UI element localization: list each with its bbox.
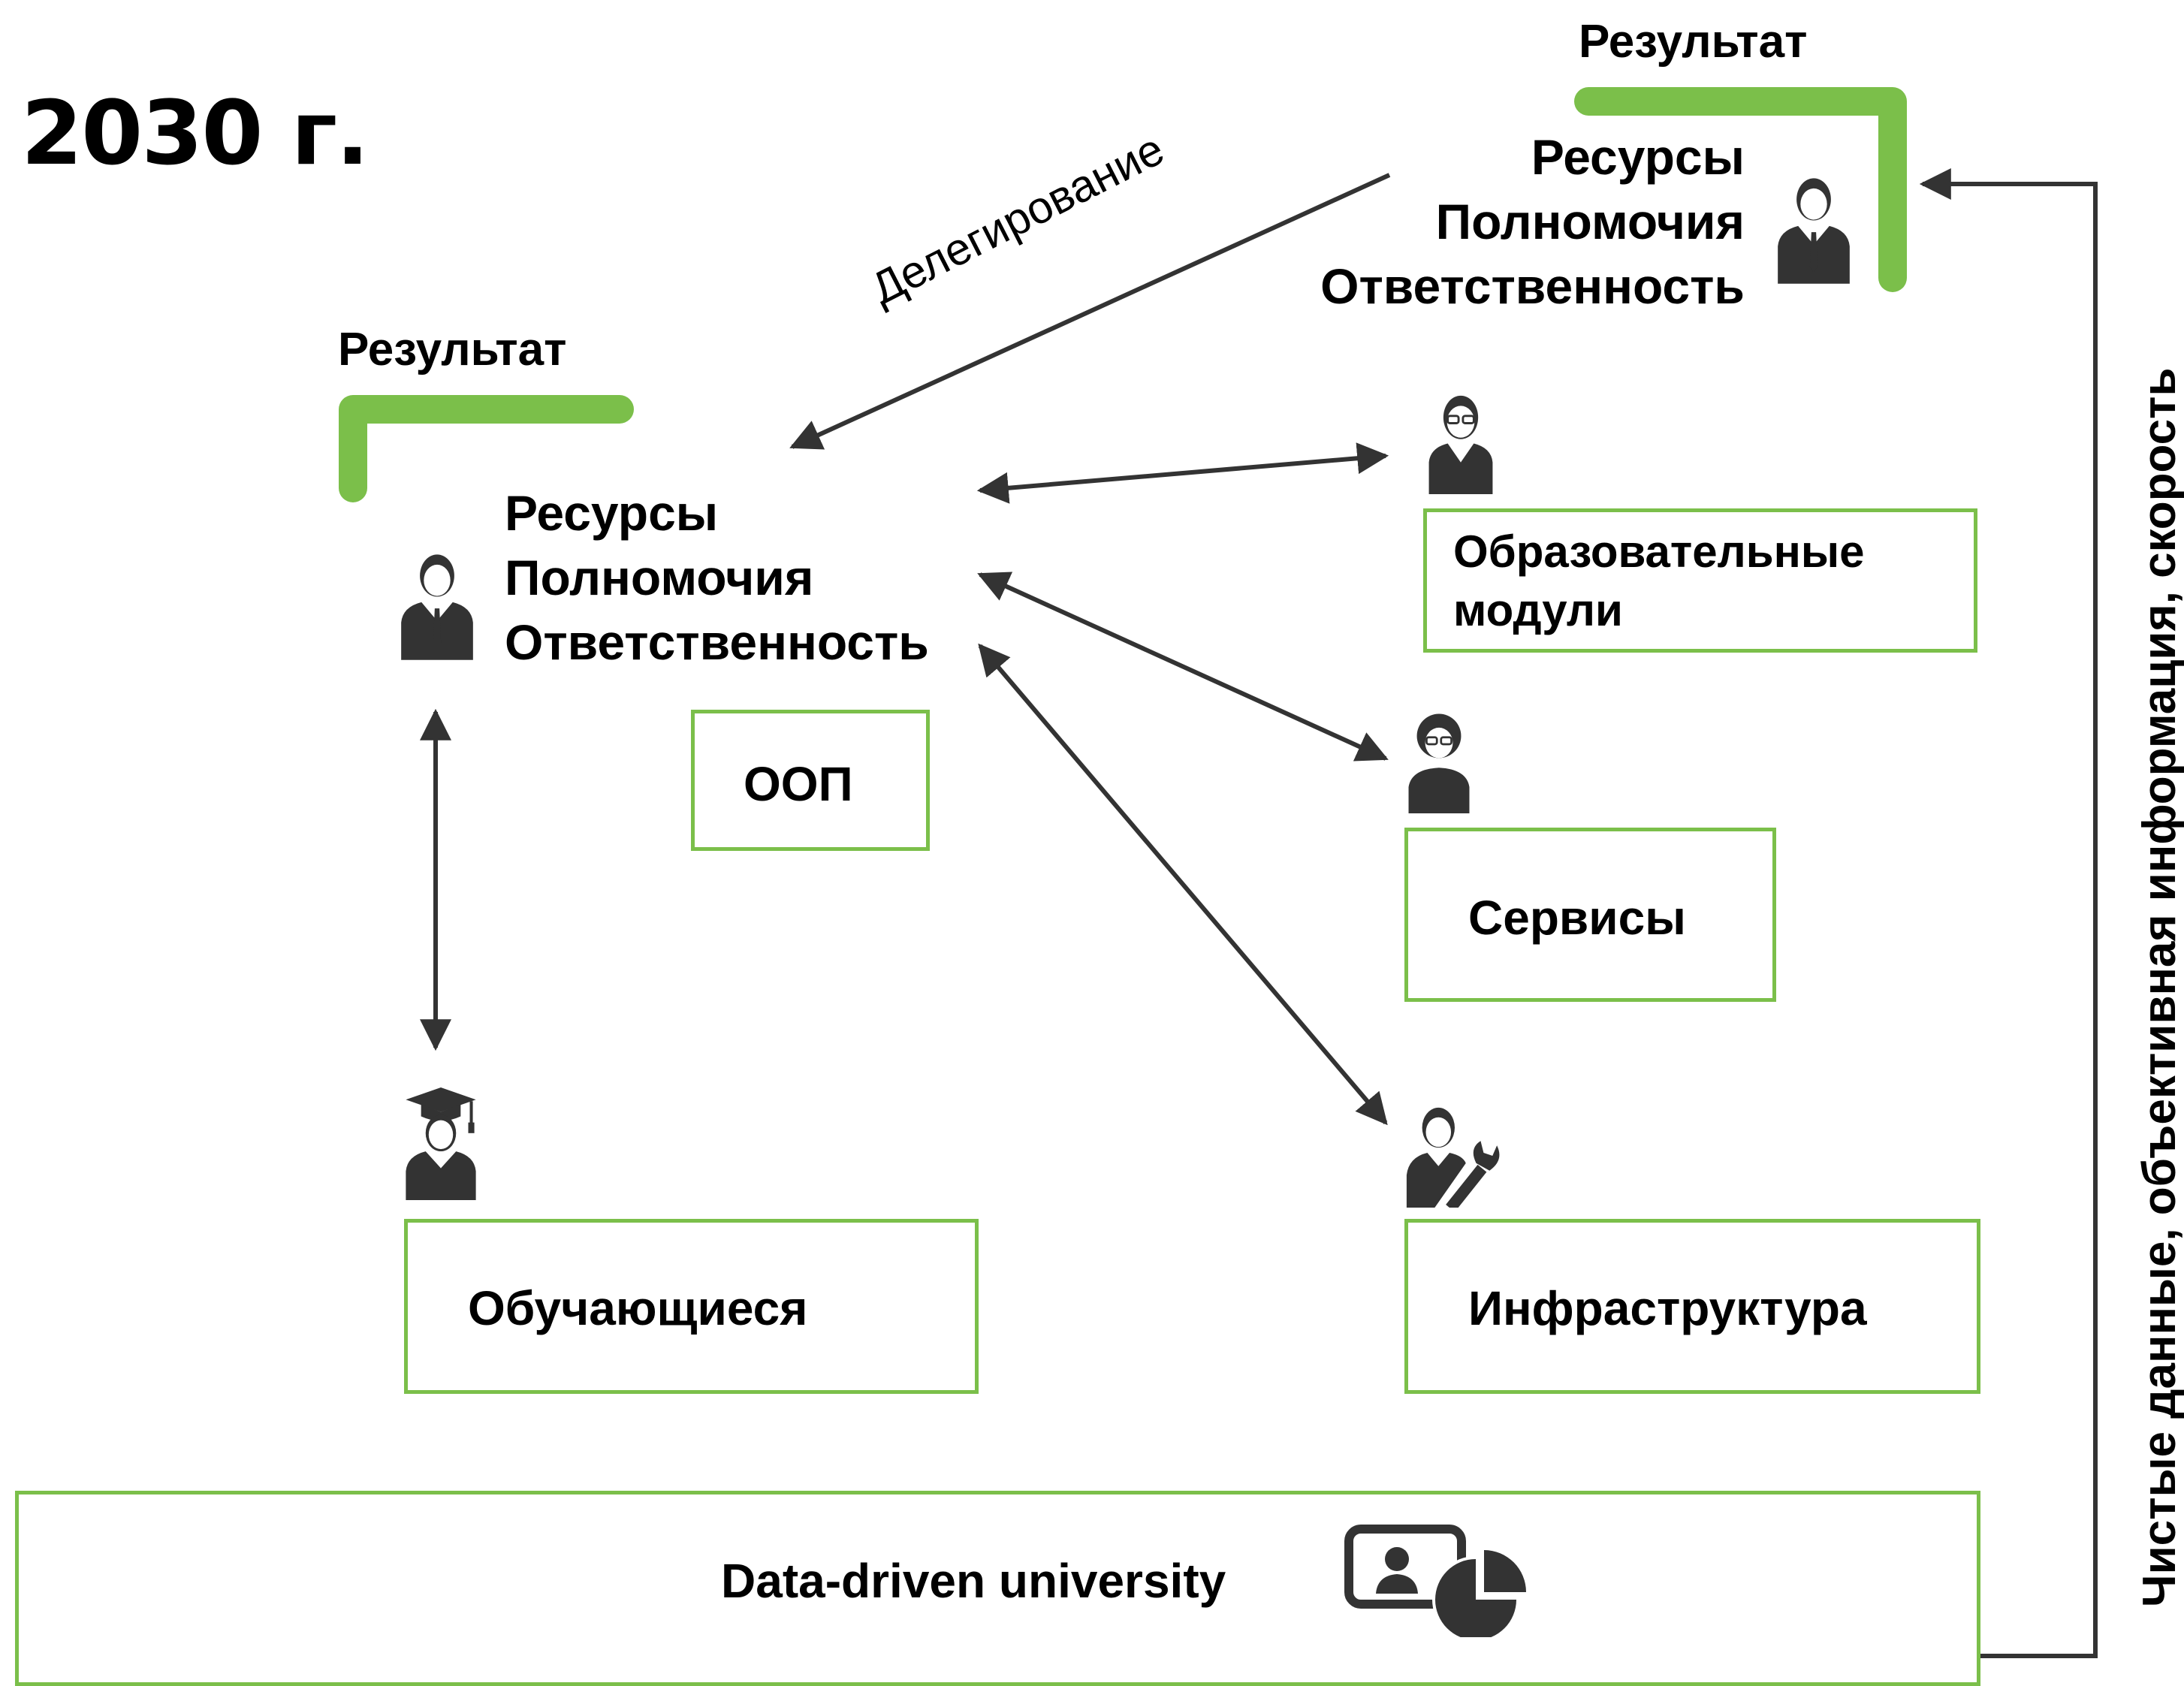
- modules-box: Образовательные модули: [1423, 508, 1977, 653]
- left-rpo-authority: Полномочия: [505, 550, 814, 605]
- manager-icon: [1778, 178, 1850, 284]
- result-bracket-top: [1574, 87, 1907, 292]
- top-rpo-resources: Ресурсы: [1531, 129, 1745, 185]
- left-rpo-list: Ресурсы Полномочия Ответственность: [505, 481, 929, 674]
- top-rpo-list: Ресурсы Полномочия Ответственность: [1320, 125, 1745, 318]
- feedback-loop-arrow: [1919, 168, 2098, 1658]
- oop-label: ООП: [744, 757, 853, 811]
- left-result-label: Результат: [338, 324, 567, 376]
- learners-box: Обучающиеся: [404, 1219, 979, 1394]
- delegation-arrow: [789, 173, 1391, 450]
- teacher-icon: [1428, 395, 1493, 494]
- services-box: Сервисы: [1404, 828, 1776, 1002]
- manager-icon: [401, 554, 473, 660]
- engineer-wrench-icon: [1406, 1107, 1500, 1208]
- left-rpo-responsibility: Ответственность: [505, 614, 929, 670]
- arrow-to-infrastructure: [978, 643, 1388, 1126]
- result-bracket-left: [339, 395, 634, 502]
- woman-icon: [1408, 713, 1470, 813]
- top-rpo-authority: Полномочия: [1435, 194, 1745, 249]
- oop-box: ООП: [691, 710, 930, 851]
- page-title: 2030 г.: [21, 81, 370, 185]
- modules-label-line1: Образовательные: [1453, 526, 1865, 577]
- learners-label: Обучающиеся: [468, 1281, 808, 1335]
- top-result-label: Результат: [1579, 16, 1808, 68]
- arrow-to-services: [977, 572, 1389, 762]
- left-rpo-resources: Ресурсы: [505, 485, 719, 541]
- arrow-to-modules: [976, 442, 1389, 504]
- top-rpo-responsibility: Ответственность: [1320, 258, 1745, 314]
- data-driven-label: Data-driven university: [721, 1554, 1226, 1608]
- feedback-label: Чистые данные, объективная информация, с…: [2134, 367, 2184, 1607]
- services-label: Сервисы: [1468, 891, 1686, 945]
- graduate-icon: [406, 1087, 476, 1200]
- infrastructure-label: Инфраструктура: [1468, 1281, 1867, 1335]
- data-driven-box: Data-driven university: [15, 1491, 1980, 1686]
- modules-label-line2: модули: [1453, 585, 1623, 635]
- infrastructure-box: Инфраструктура: [1404, 1219, 1980, 1394]
- dashboard-pie-chart-icon: [1344, 1525, 1526, 1637]
